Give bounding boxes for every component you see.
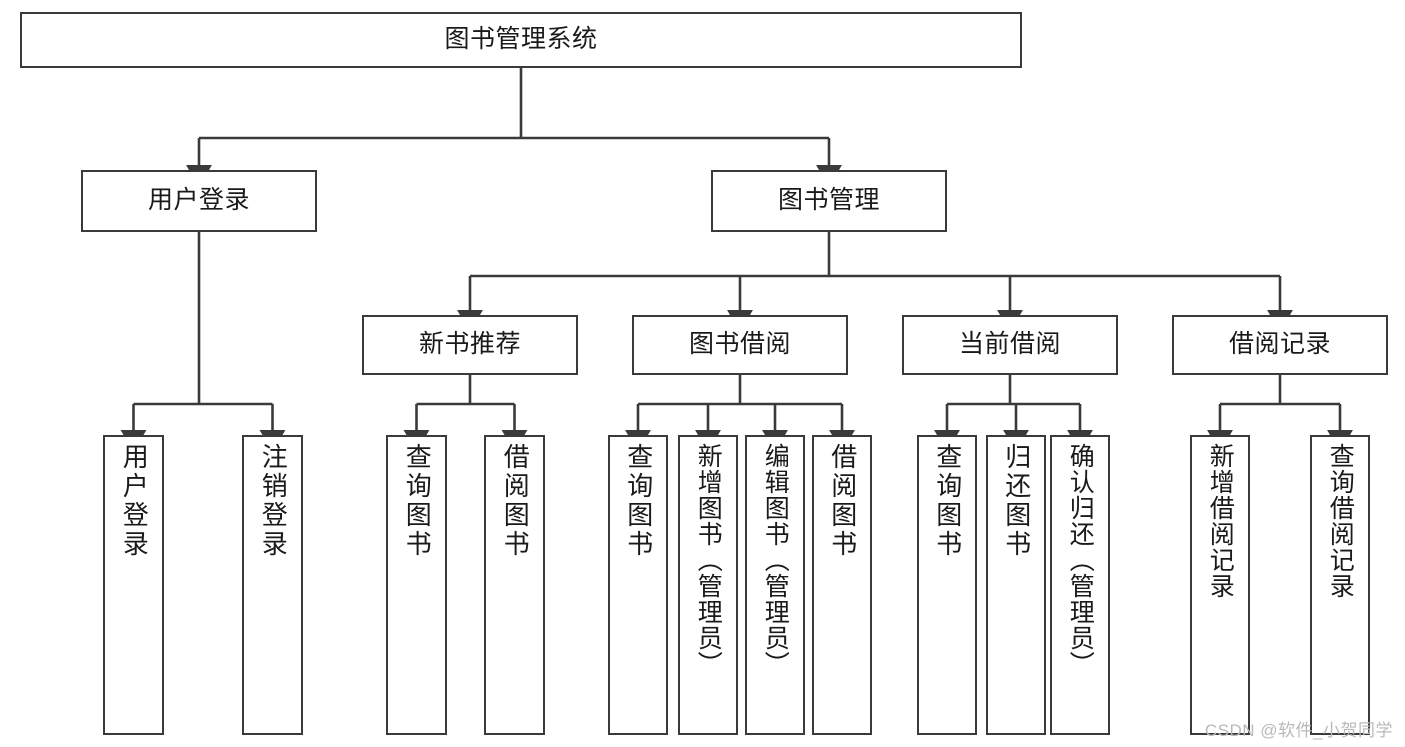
watermark: CSDN @软件_小贺同学: [1204, 721, 1393, 740]
node-leaf_bb_add[interactable]: 新增图书（管理员）: [678, 435, 738, 735]
node-label: 查询图书: [402, 443, 433, 559]
node-label: 查询借阅记录: [1326, 443, 1355, 599]
node-leaf_cb_query[interactable]: 查询图书: [917, 435, 977, 735]
node-leaf_nb_borrow[interactable]: 借阅图书: [484, 435, 545, 735]
node-leaf_cb_confirm[interactable]: 确认归还（管理员）: [1050, 435, 1110, 735]
node-leaf_bb_edit[interactable]: 编辑图书（管理员）: [745, 435, 805, 735]
node-label: 新增图书（管理员）: [694, 443, 723, 677]
node-label: 用户登录: [147, 186, 250, 215]
node-new_books[interactable]: 新书推荐: [362, 315, 578, 375]
node-book_borrow[interactable]: 图书借阅: [632, 315, 848, 375]
node-root[interactable]: 图书管理系统: [20, 12, 1022, 68]
node-leaf_br_query[interactable]: 查询借阅记录: [1310, 435, 1370, 735]
node-label: 借阅记录: [1228, 330, 1331, 359]
node-label: 当前借阅: [958, 330, 1061, 359]
node-leaf_login[interactable]: 用户登录: [103, 435, 164, 735]
node-label: 新书推荐: [418, 330, 521, 359]
node-label: 编辑图书（管理员）: [761, 443, 790, 677]
node-label: 归还图书: [1001, 443, 1032, 559]
node-current_borrow[interactable]: 当前借阅: [902, 315, 1118, 375]
node-label: 图书管理: [777, 186, 880, 215]
node-book_manage[interactable]: 图书管理: [711, 170, 947, 232]
node-label: 图书管理系统: [444, 25, 598, 54]
node-label: 注销登录: [258, 443, 289, 559]
node-label: 借阅图书: [500, 443, 531, 559]
node-label: 查询图书: [932, 443, 963, 559]
node-leaf_bb_borrow[interactable]: 借阅图书: [812, 435, 872, 735]
node-leaf_nb_query[interactable]: 查询图书: [386, 435, 447, 735]
node-label: 用户登录: [119, 443, 150, 559]
node-label: 查询图书: [623, 443, 654, 559]
node-label: 借阅图书: [827, 443, 858, 559]
node-leaf_logout[interactable]: 注销登录: [242, 435, 303, 735]
node-leaf_bb_query[interactable]: 查询图书: [608, 435, 668, 735]
node-borrow_records[interactable]: 借阅记录: [1172, 315, 1388, 375]
node-user_login[interactable]: 用户登录: [81, 170, 317, 232]
node-label: 确认归还（管理员）: [1066, 443, 1095, 677]
node-leaf_cb_return[interactable]: 归还图书: [986, 435, 1046, 735]
node-label: 新增借阅记录: [1206, 443, 1235, 599]
node-leaf_br_add[interactable]: 新增借阅记录: [1190, 435, 1250, 735]
node-label: 图书借阅: [688, 330, 791, 359]
